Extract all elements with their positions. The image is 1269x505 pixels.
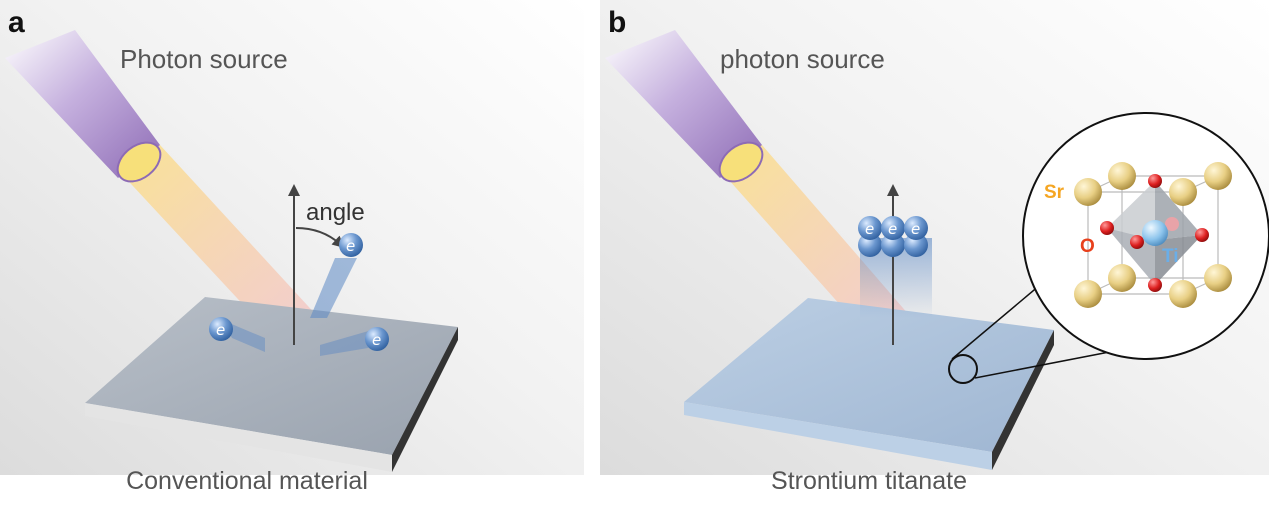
material-label-a: Conventional material — [126, 467, 368, 495]
sr-atom — [1204, 264, 1232, 292]
svg-text:e: e — [865, 220, 874, 238]
angle-label: angle — [306, 199, 365, 226]
zoom-spot — [948, 354, 978, 384]
slab-side-a — [392, 327, 458, 472]
o-atom — [1148, 174, 1162, 188]
panel-b: b photon source e e e — [600, 0, 1269, 495]
slab-front-b — [684, 402, 992, 470]
sr-atom — [1108, 162, 1136, 190]
electron-b-3: e — [904, 216, 928, 257]
photon-source-tube-a — [5, 30, 160, 178]
photon-beam-a — [118, 145, 330, 355]
material-label-b: Strontium titanate — [771, 467, 967, 495]
zoom-line-bottom — [974, 347, 1131, 379]
electron-b-2: e — [881, 216, 905, 257]
ti-atom — [1142, 220, 1168, 246]
electron-a-1: e — [339, 233, 363, 257]
o-atom — [1100, 221, 1114, 235]
zoom-line-top — [951, 284, 1041, 360]
sr-atom — [1074, 280, 1102, 308]
tube-opening-b — [718, 141, 764, 183]
slab-front-a — [85, 403, 392, 472]
photon-source-label-b: photon source — [720, 44, 885, 74]
material-slab-b — [684, 298, 1054, 452]
panel-a: a Photon source angle e e e — [0, 0, 584, 495]
electron-trail-3 — [320, 330, 372, 356]
electron-a-2: e — [209, 317, 233, 341]
sr-atom — [1108, 264, 1136, 292]
sr-atom — [1074, 178, 1102, 206]
o-atom — [1130, 235, 1144, 249]
electron-a-3: e — [365, 327, 389, 351]
crystal-inset: Sr O Ti — [1022, 112, 1269, 360]
electron-b-1: e — [858, 216, 882, 257]
svg-text:e: e — [346, 237, 355, 255]
svg-text:e: e — [888, 220, 897, 238]
photon-source-label-a: Photon source — [120, 44, 288, 74]
o-label: O — [1080, 236, 1095, 257]
o-atom-back — [1165, 217, 1179, 231]
material-slab-a — [85, 297, 458, 455]
photon-source-tube-b — [605, 30, 762, 178]
o-atom — [1148, 278, 1162, 292]
panel-b-letter: b — [608, 6, 626, 39]
tube-opening-a — [116, 141, 162, 183]
svg-text:e: e — [216, 321, 225, 339]
svg-text:e: e — [911, 220, 920, 238]
angle-arc-arrow — [295, 227, 345, 248]
panel-a-letter: a — [8, 6, 25, 39]
o-atom — [1195, 228, 1209, 242]
sr-atom — [1204, 162, 1232, 190]
sr-label: Sr — [1044, 182, 1065, 203]
ti-label: Ti — [1162, 246, 1179, 267]
sr-atom — [1169, 280, 1197, 308]
svg-text:e: e — [372, 331, 381, 349]
electron-trail-1 — [310, 258, 357, 318]
sr-atom — [1169, 178, 1197, 206]
